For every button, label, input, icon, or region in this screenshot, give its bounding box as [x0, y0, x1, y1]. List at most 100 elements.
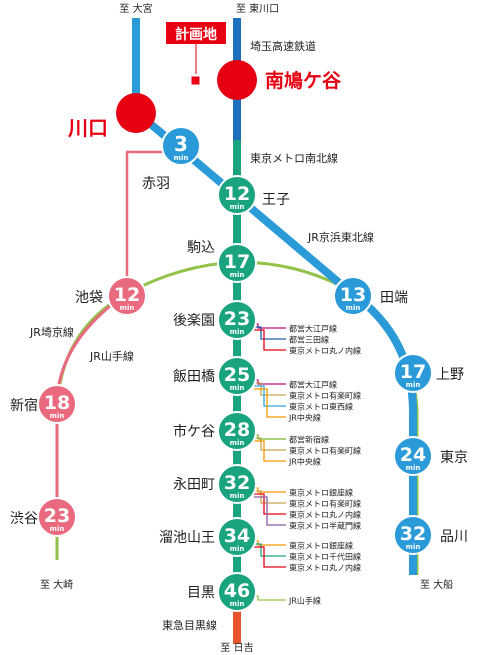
station-min-unit: min: [50, 412, 65, 420]
station-marker-kawaguchi: [116, 93, 156, 133]
station-min-unit: min: [230, 545, 245, 553]
transfer-line-nagatacho-2: [254, 493, 286, 515]
direction-hiyoshi: 至 日吉: [220, 642, 253, 654]
transfer-line-iidabashi-3: [254, 388, 286, 418]
station-marker-tameike: [217, 517, 257, 557]
line-label-saikyo: JR埼京線: [29, 325, 74, 339]
station-marker-tabata: [333, 276, 373, 316]
station-minutes-oji: 12: [224, 183, 250, 205]
transfer-label-tameike-0: 東京メトロ銀座線: [289, 541, 353, 551]
station-min-unit: min: [174, 154, 189, 162]
station-minutes-meguro: 46: [224, 580, 250, 602]
line-label-yamanote: JR山手線: [89, 349, 134, 363]
station-min-unit: min: [230, 600, 245, 608]
transfer-line-korakuen-1: [254, 326, 286, 340]
transfer-line-nagatacho-3: [254, 496, 286, 526]
station-marker-shinjuku: [37, 384, 77, 424]
station-name-shinagawa: 品川: [440, 529, 468, 545]
plan-marker-icon: [190, 75, 201, 86]
transfer-line-ichigaya-1: [254, 437, 286, 451]
station-name-minamihatogaya: 南鳩ケ谷: [265, 69, 342, 92]
transfer-label-nagatacho-2: 東京メトロ丸ノ内線: [289, 510, 361, 520]
line-saikyo-upper: [125, 150, 175, 293]
station-minutes-shinagawa: 32: [400, 523, 426, 545]
transfer-label-korakuen-1: 都営三田線: [289, 335, 329, 345]
station-name-komagome: 駒込: [187, 240, 215, 256]
transfer-label-nagatacho-1: 東京メトロ有楽町線: [289, 499, 361, 509]
station-marker-meguro: [217, 572, 257, 612]
station-name-ikebukuro: 池袋: [75, 290, 103, 306]
station-name-nagatacho: 永田町: [173, 477, 215, 493]
station-marker-ikebukuro: [107, 276, 147, 316]
station-markers: 3min12min17min12min13min23min25min28min3…: [37, 60, 433, 612]
station-min-unit: min: [346, 304, 361, 312]
station-min-unit: min: [230, 203, 245, 211]
transfer-label-nagatacho-0: 東京メトロ銀座線: [289, 488, 353, 498]
station-min-unit: min: [406, 543, 421, 551]
transfer-lists: 都営大江戸線都営三田線東京メトロ丸ノ内線都営大江戸線東京メトロ有楽町線東京メトロ…: [254, 323, 361, 606]
station-name-shinjuku: 新宿: [10, 397, 38, 414]
station-marker-korakuen: [217, 300, 257, 340]
station-minutes-shinjuku: 18: [44, 392, 70, 414]
transfer-label-tameike-1: 東京メトロ千代田線: [289, 552, 361, 562]
station-name-korakuen: 後楽園: [173, 313, 215, 329]
transfer-line-tameike-2: [254, 546, 286, 568]
transfer-label-korakuen-0: 都営大江戸線: [289, 324, 337, 334]
station-min-unit: min: [406, 464, 421, 472]
transfer-label-iidabashi-1: 東京メトロ有楽町線: [289, 391, 361, 401]
transfer-label-meguro-0: JR山手線: [288, 596, 321, 606]
station-marker-shibuya: [37, 497, 77, 537]
station-minutes-akabane: 3: [174, 132, 188, 156]
station-minutes-ichigaya: 28: [224, 419, 250, 441]
line-label-keihin: JR京浜東北線: [307, 230, 374, 244]
station-min-unit: min: [406, 381, 421, 389]
station-min-unit: min: [230, 384, 245, 392]
station-min-unit: min: [50, 525, 65, 533]
station-min-unit: min: [230, 439, 245, 447]
station-name-akabane: 赤羽: [142, 176, 170, 192]
station-name-meguro: 目黒: [187, 585, 215, 601]
station-marker-minamihatogaya: [217, 60, 257, 100]
station-name-oji: 王子: [262, 192, 290, 208]
station-marker-ueno: [393, 353, 433, 393]
transfer-label-iidabashi-2: 東京メトロ東西線: [289, 402, 353, 412]
station-minutes-tameike: 34: [224, 525, 250, 547]
station-marker-oji: [217, 175, 257, 215]
station-name-tabata: 田端: [380, 290, 408, 306]
transfer-line-tameike-1: [254, 543, 286, 557]
station-name-tokyo: 東京: [440, 450, 468, 466]
station-marker-shinagawa: [393, 515, 433, 555]
direction-higashikawaguchi: 至 東川口: [236, 2, 279, 15]
transfer-label-ichigaya-1: 東京メトロ有楽町線: [289, 446, 361, 456]
station-minutes-nagatacho: 32: [224, 472, 250, 494]
station-minutes-ikebukuro: 12: [114, 284, 140, 306]
station-name-kawaguchi: 川口: [67, 116, 108, 140]
station-minutes-korakuen: 23: [224, 308, 250, 330]
station-name-ueno: 上野: [436, 367, 464, 383]
station-min-unit: min: [230, 271, 245, 279]
station-minutes-shibuya: 23: [44, 505, 70, 527]
station-minutes-iidabashi: 25: [224, 364, 250, 386]
station-marker-nagatacho: [217, 464, 257, 504]
station-min-unit: min: [230, 492, 245, 500]
plan-label: 計画地: [175, 26, 217, 43]
station-minutes-komagome: 17: [224, 251, 250, 273]
plan-label-box: [166, 22, 226, 44]
transfer-label-korakuen-2: 東京メトロ丸ノ内線: [289, 346, 361, 356]
station-name-iidabashi: 飯田橋: [173, 368, 215, 385]
transfer-line-korakuen-2: [254, 329, 286, 351]
line-label-namboku: 東京メトロ南北線: [250, 151, 338, 165]
station-min-unit: min: [230, 328, 245, 336]
transfer-line-meguro-0: [254, 595, 286, 601]
transfer-label-ichigaya-2: JR中央線: [288, 457, 321, 467]
transfer-label-nagatacho-3: 東京メトロ半蔵門線: [289, 521, 361, 531]
station-marker-tokyo: [393, 436, 433, 476]
station-minutes-ueno: 17: [400, 361, 426, 383]
transfer-line-iidabashi-2: [254, 385, 286, 407]
direction-osaki: 至 大崎: [40, 578, 73, 591]
station-minutes-tabata: 13: [340, 284, 366, 306]
direction-omiya: 至 大宮: [119, 2, 152, 15]
station-name-tameike: 溜池山王: [159, 530, 215, 546]
transfer-line-ichigaya-2: [254, 440, 286, 462]
direction-ofuna: 至 大船: [420, 578, 453, 591]
